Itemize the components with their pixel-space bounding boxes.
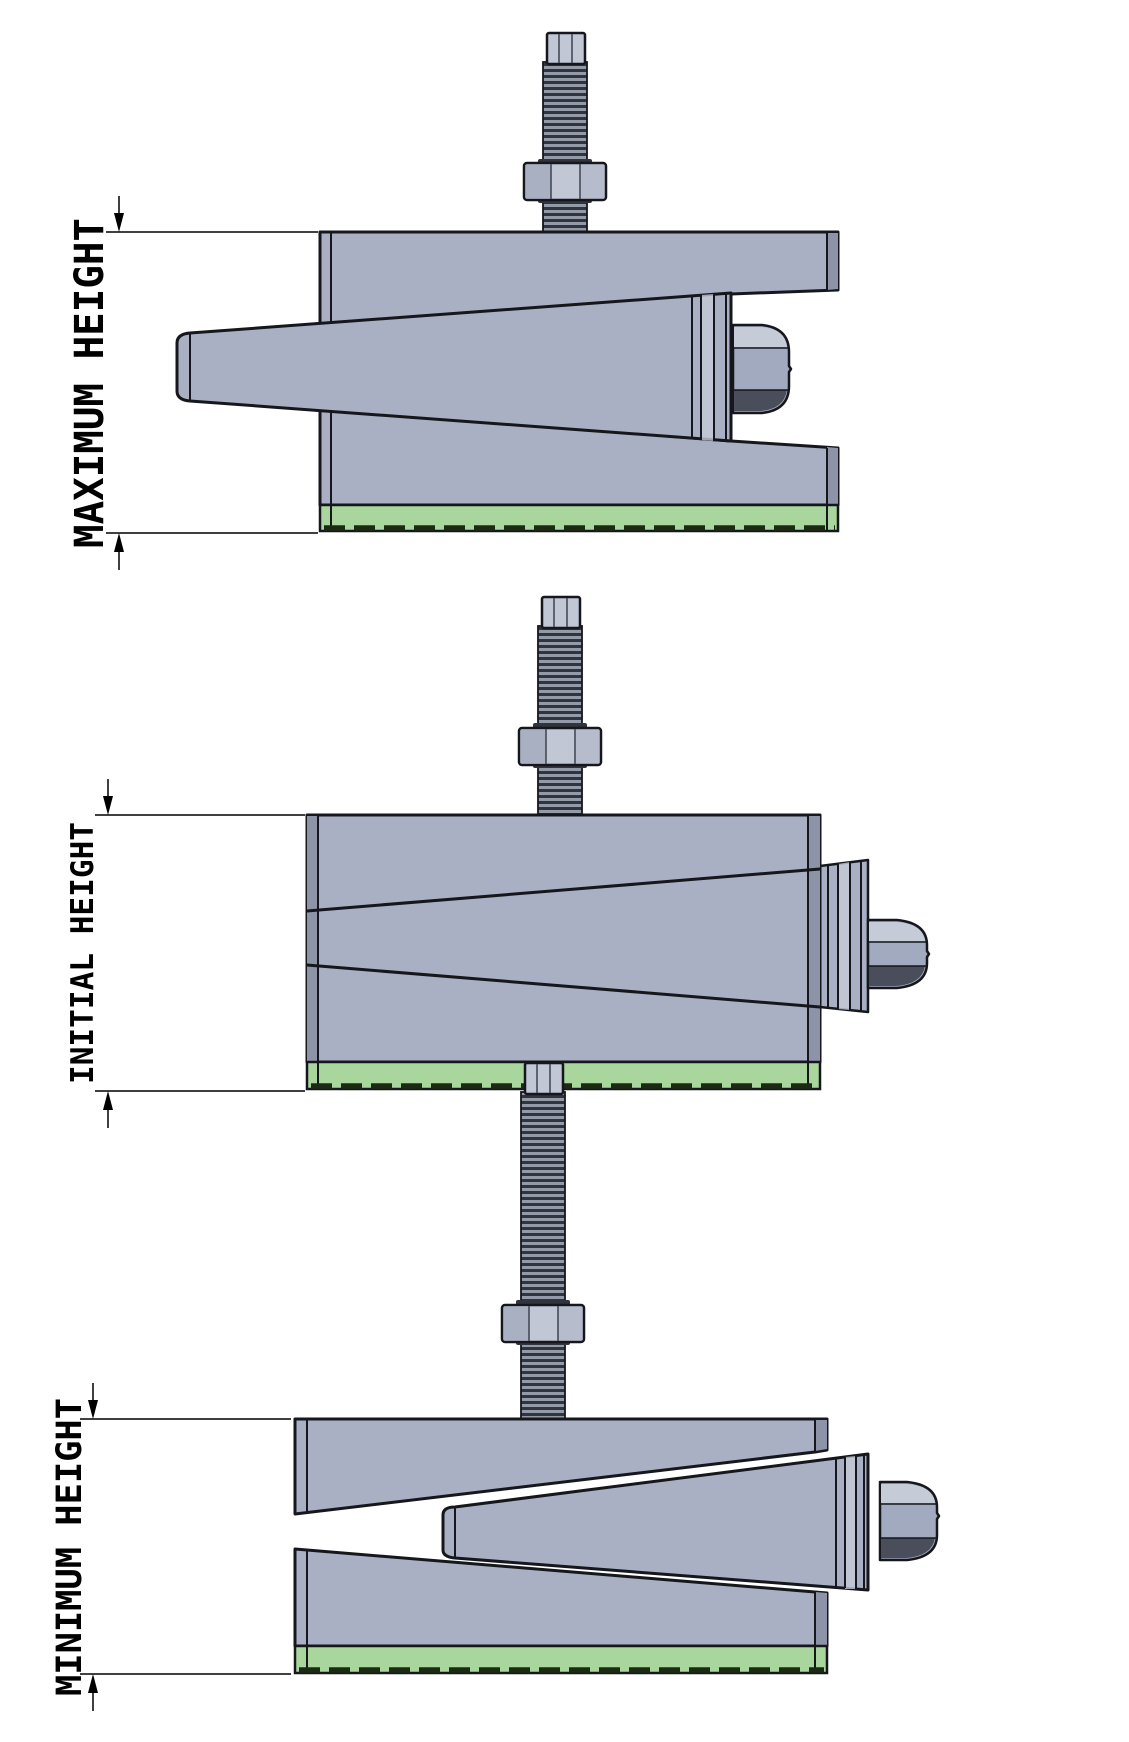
dimension-initial-height: INITIAL HEIGHT — [65, 779, 305, 1128]
stud-cap — [523, 1061, 565, 1096]
dimension-arrow-down — [114, 213, 124, 232]
stud-thread-lower — [520, 1340, 566, 1421]
leveling-mount-initial — [305, 595, 931, 1091]
leveling-mount-minimum — [293, 1061, 941, 1675]
adjustment-bolt — [878, 1480, 941, 1562]
adjustment-bolt — [866, 918, 931, 990]
stud-thread-upper — [537, 625, 583, 733]
rubber-pad — [293, 1644, 829, 1675]
dimension-arrow-up — [88, 1674, 98, 1693]
view-initial-height: INITIAL HEIGHT — [65, 595, 931, 1128]
body-outline — [305, 813, 822, 1064]
jam-nut — [517, 726, 603, 767]
top-plate — [318, 230, 840, 328]
dimension-label-initial-height: INITIAL HEIGHT — [65, 822, 101, 1084]
view-minimum-height: MINIMUM HEIGHT — [50, 1061, 941, 1711]
stud-cap — [540, 595, 582, 630]
adjusting-wedge — [441, 1452, 870, 1592]
wedge-chamfer-lines — [835, 1455, 865, 1590]
view-maximum-height: MAXIMUM HEIGHT — [67, 31, 840, 570]
dimension-arrow-up — [103, 1091, 113, 1110]
mount-body — [305, 813, 822, 1064]
wedge-upper-seam — [305, 867, 822, 913]
stud-thread-upper — [542, 61, 588, 167]
wedge-chamfer-lines — [691, 293, 727, 441]
base-plate — [293, 1547, 829, 1648]
stud-cap — [545, 31, 587, 66]
leveling-mount-maximum — [175, 31, 840, 533]
adjusting-wedge — [175, 291, 733, 443]
wedge-lower-seam — [305, 963, 822, 1009]
wedge-chamfer-lines — [827, 861, 862, 1011]
stud-thread-lower — [537, 763, 583, 817]
dimension-label-maximum-height: MAXIMUM HEIGHT — [67, 218, 113, 548]
top-plate — [293, 1417, 829, 1516]
leveling-stud — [522, 31, 608, 234]
dimension-label-minimum-height: MINIMUM HEIGHT — [50, 1398, 90, 1696]
dimension-arrow-up — [114, 533, 124, 552]
adjustment-bolt — [731, 323, 793, 415]
dimension-arrow-down — [88, 1400, 98, 1419]
dimension-arrow-down — [103, 796, 113, 815]
leveling-stud — [500, 1061, 586, 1421]
stud-thread-upper — [520, 1091, 566, 1311]
jam-nut — [500, 1303, 586, 1344]
dimension-minimum-height: MINIMUM HEIGHT — [50, 1383, 291, 1711]
dimension-maximum-height: MAXIMUM HEIGHT — [67, 196, 318, 570]
rubber-pad — [318, 503, 840, 533]
leveling-stud — [517, 595, 603, 817]
wedge-end-block — [818, 858, 870, 1014]
jam-nut — [522, 161, 608, 202]
